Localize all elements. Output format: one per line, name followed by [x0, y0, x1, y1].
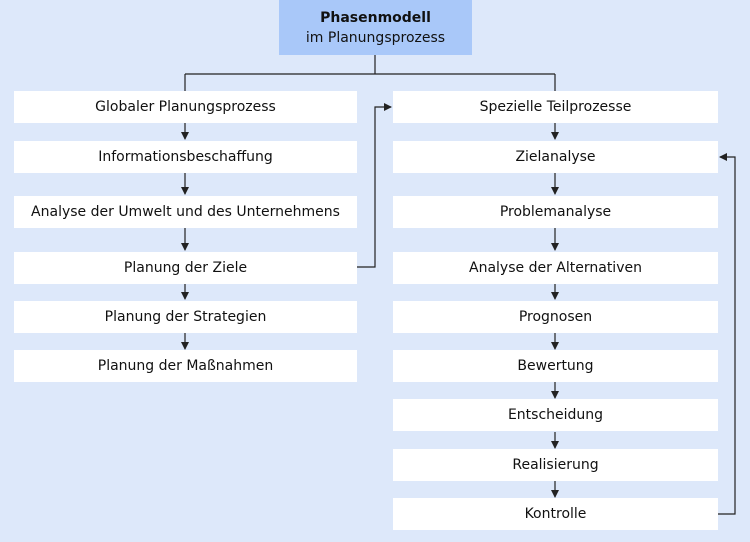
root-connector — [184, 55, 556, 91]
arrow-feedback — [718, 153, 736, 515]
right-box-3: Problemanalyse — [393, 196, 718, 228]
right-box-2: Zielanalyse — [393, 141, 718, 173]
left-box-1: Globaler Planungsprozess — [14, 91, 357, 123]
left-box-3: Analyse der Umwelt und des Unternehmens — [14, 196, 357, 228]
right-box-9: Kontrolle — [393, 498, 718, 530]
right-box-7: Entscheidung — [393, 399, 718, 431]
root-subtitle: im Planungsprozess — [305, 29, 446, 46]
right-box-1: Spezielle Teilprozesse — [393, 91, 718, 123]
root-node: Phasenmodell im Planungsprozess — [279, 0, 472, 55]
root-title: Phasenmodell — [320, 9, 431, 26]
right-box-6: Bewertung — [393, 350, 718, 382]
left-box-6: Planung der Maßnahmen — [14, 350, 357, 382]
right-box-4: Analyse der Alternativen — [393, 252, 718, 284]
right-box-8: Realisierung — [393, 449, 718, 481]
left-box-5: Planung der Strategien — [14, 301, 357, 333]
right-box-5: Prognosen — [393, 301, 718, 333]
arrow-cross — [357, 103, 392, 268]
left-box-4: Planung der Ziele — [14, 252, 357, 284]
left-box-2: Informationsbeschaffung — [14, 141, 357, 173]
